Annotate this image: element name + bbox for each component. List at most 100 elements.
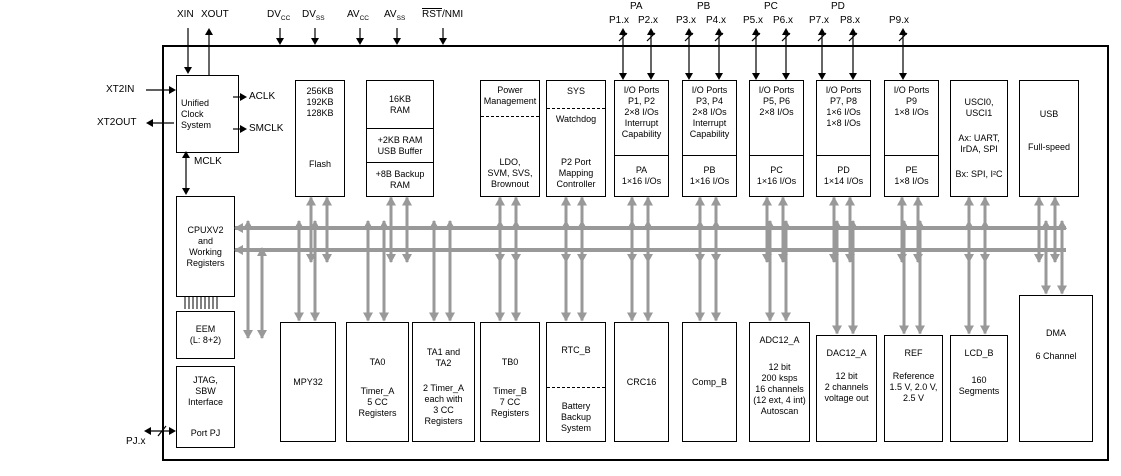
power-management-block: Power Management LDO, SVM, SVS, Brownout bbox=[480, 80, 540, 197]
port-group-pc: PC bbox=[764, 1, 778, 12]
unified-clock-system-block: Unified Clock System bbox=[176, 75, 239, 153]
port-group-pb: PB bbox=[697, 1, 711, 12]
ram-section-main: 16KB RAM bbox=[388, 93, 412, 115]
io-ports-p9-block: I/O Ports P9 1×8 I/Os PE 1×8 I/Os bbox=[884, 80, 939, 197]
pin-p6x: P6.x bbox=[773, 15, 794, 26]
signal-aclk: ACLK bbox=[249, 91, 276, 102]
ta0-body: Timer_A 5 CC Registers bbox=[358, 386, 397, 418]
adc12-block: ADC12_A 12 bit 200 ksps 16 channels (12 … bbox=[749, 322, 810, 442]
pin-p5x: P5.x bbox=[743, 15, 764, 26]
jtag-block: JTAG, SBW Interface Port PJ bbox=[176, 366, 235, 448]
pin-p4x: P4.x bbox=[706, 15, 727, 26]
ta12-body: 2 Timer_A each with 3 CC Registers bbox=[422, 383, 464, 426]
io56-top: I/O Ports P5, P6 2×8 I/Os bbox=[758, 85, 795, 117]
tb0-body: Timer_B 7 CC Registers bbox=[490, 386, 529, 418]
mpy32-label: MPY32 bbox=[293, 376, 323, 387]
usb-speed: Full-speed bbox=[1027, 142, 1071, 152]
io9-top: I/O Ports P9 1×8 I/Os bbox=[893, 85, 930, 117]
crc16-label: CRC16 bbox=[626, 376, 657, 387]
ta0-title: TA0 bbox=[369, 357, 386, 367]
eem-block: EEM (L: 8+2) bbox=[176, 311, 235, 359]
comp-b-block: Comp_B bbox=[682, 322, 737, 442]
pin-p9x: P9.x bbox=[889, 15, 910, 26]
comp-b-label: Comp_B bbox=[691, 376, 727, 387]
ram-section-backup: +8B Backup RAM bbox=[367, 162, 433, 196]
adc12-body: 12 bit 200 ksps 16 channels (12 ext, 4 i… bbox=[753, 362, 806, 416]
pin-pjx: PJ.x bbox=[126, 436, 146, 447]
sys-title: SYS bbox=[547, 81, 605, 109]
ta0-block: TA0 Timer_A 5 CC Registers bbox=[346, 322, 409, 442]
io78-bottom: PD 1×14 I/Os bbox=[817, 155, 870, 196]
dma-body: 6 Channel bbox=[1035, 351, 1077, 361]
eem-label: EEM (L: 8+2) bbox=[189, 324, 222, 345]
port-pj-label: Port PJ bbox=[190, 428, 221, 438]
ram-section-usb-buffer: +2KB RAM USB Buffer bbox=[367, 128, 433, 162]
pin-p3x: P3.x bbox=[676, 15, 697, 26]
flash-sizes: 256KB 192KB 128KB bbox=[306, 86, 334, 118]
mpy32-block: MPY32 bbox=[280, 322, 336, 442]
lcd-b-title: LCD_B bbox=[964, 348, 994, 358]
pin-avss: AVSS bbox=[384, 9, 406, 22]
pin-avcc: AVCC bbox=[347, 9, 369, 22]
dac12-body: 12 bit 2 channels voltage out bbox=[824, 371, 869, 403]
tb0-title: TB0 bbox=[501, 357, 519, 367]
lcd-b-body: 160 Segments bbox=[958, 375, 1000, 396]
dac12-block: DAC12_A 12 bit 2 channels voltage out bbox=[816, 335, 877, 442]
io-ports-p7-p8-block: I/O Ports P7, P8 1×6 I/Os 1×8 I/Os PD 1×… bbox=[816, 80, 871, 197]
ref-body: Reference 1.5 V, 2.0 V, 2.5 V bbox=[889, 371, 938, 403]
pin-rst-nmi: RST/NMI bbox=[422, 9, 464, 20]
io-ports-p3-p4-block: I/O Ports P3, P4 2×8 I/Os Interrupt Capa… bbox=[682, 80, 737, 197]
pin-p7x: P7.x bbox=[809, 15, 830, 26]
pin-xin: XIN bbox=[177, 9, 194, 20]
signal-mclk: MCLK bbox=[194, 156, 222, 167]
usci-block: USCI0, USCI1 Ax: UART, IrDA, SPI Bx: SPI… bbox=[950, 80, 1008, 197]
ref-title: REF bbox=[904, 348, 923, 358]
io-ports-p5-p6-block: I/O Ports P5, P6 2×8 I/Os PC 1×16 I/Os bbox=[749, 80, 804, 197]
pin-xt2in: XT2IN bbox=[106, 84, 135, 95]
dac12-title: DAC12_A bbox=[826, 348, 867, 358]
pmm-body: LDO, SVM, SVS, Brownout bbox=[487, 157, 533, 189]
io56-bottom: PC 1×16 I/Os bbox=[750, 155, 803, 196]
pin-dvcc: DVCC bbox=[267, 9, 291, 22]
usb-title: USB bbox=[1039, 109, 1059, 119]
io78-top: I/O Ports P7, P8 1×6 I/Os 1×8 I/Os bbox=[825, 85, 862, 128]
ucs-label: Unified Clock System bbox=[181, 97, 212, 130]
io9-bottom: PE 1×8 I/Os bbox=[885, 155, 938, 196]
usci-a-modes: Ax: UART, IrDA, SPI bbox=[958, 133, 1000, 154]
rtc-block: RTC_B Battery Backup System bbox=[546, 322, 606, 442]
tb0-block: TB0 Timer_B 7 CC Registers bbox=[480, 322, 540, 442]
dma-block: DMA 6 Channel bbox=[1019, 295, 1093, 442]
port-group-pa: PA bbox=[630, 1, 643, 12]
ta1-ta2-block: TA1 and TA2 2 Timer_A each with 3 CC Reg… bbox=[412, 322, 475, 442]
sys-block: SYS Watchdog P2 Port Mapping Controller bbox=[546, 80, 606, 197]
sys-watchdog: Watchdog bbox=[555, 114, 597, 124]
dma-title: DMA bbox=[1046, 328, 1066, 338]
lcd-b-block: LCD_B 160 Segments bbox=[950, 335, 1008, 442]
usci-title: USCI0, USCI1 bbox=[964, 97, 994, 118]
pin-p8x: P8.x bbox=[840, 15, 861, 26]
pmm-title: Power Management bbox=[481, 81, 539, 117]
ref-block: REF Reference 1.5 V, 2.0 V, 2.5 V bbox=[884, 335, 943, 442]
pin-xt2out: XT2OUT bbox=[97, 117, 137, 128]
ta12-title: TA1 and TA2 bbox=[426, 347, 461, 368]
jtag-label: JTAG, SBW Interface bbox=[187, 375, 224, 407]
signal-smclk: SMCLK bbox=[249, 123, 284, 134]
cpu-block: CPUXV2 and Working Registers bbox=[176, 196, 235, 297]
crc16-block: CRC16 bbox=[614, 322, 669, 442]
pin-p1x: P1.x bbox=[609, 15, 630, 26]
flash-block: 256KB 192KB 128KB Flash bbox=[295, 80, 345, 197]
port-group-pd: PD bbox=[831, 1, 845, 12]
flash-label: Flash bbox=[308, 159, 331, 169]
rtc-title: RTC_B bbox=[547, 323, 605, 388]
ram-block: 16KB RAM +2KB RAM USB Buffer +8B Backup … bbox=[366, 80, 434, 197]
usci-b-modes: Bx: SPI, I²C bbox=[955, 169, 1003, 179]
io-ports-p1-p2-block: I/O Ports P1, P2 2×8 I/Os Interrupt Capa… bbox=[614, 80, 669, 197]
rtc-body: Battery Backup System bbox=[560, 401, 592, 433]
adc12-title: ADC12_A bbox=[759, 335, 800, 345]
io12-top: I/O Ports P1, P2 2×8 I/Os Interrupt Capa… bbox=[621, 85, 662, 139]
io34-bottom: PB 1×16 I/Os bbox=[683, 155, 736, 196]
device-outline bbox=[162, 45, 1109, 461]
pin-dvss: DVSS bbox=[302, 9, 325, 22]
pin-xout: XOUT bbox=[201, 9, 229, 20]
